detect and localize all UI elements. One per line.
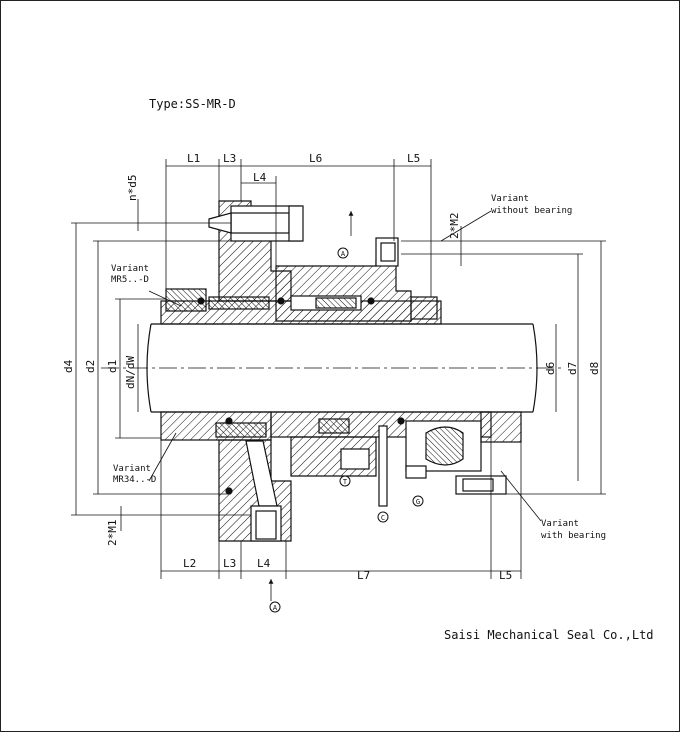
note-mr34-line1: Variant [113, 464, 151, 474]
dim-L3-bottom: L3 [223, 557, 236, 570]
company-name: Saisi Mechanical Seal Co.,Ltd [444, 628, 654, 642]
note-no-bearing-line1: Variant [491, 194, 529, 204]
lower-seal-section [160, 411, 522, 542]
dim-d2: d2 [84, 360, 97, 373]
dim-d7: d7 [566, 362, 579, 375]
dim-L6: L6 [309, 152, 322, 165]
shaft [101, 323, 561, 413]
dim-d4: d4 [62, 359, 75, 373]
note-bearing-line2: with bearing [541, 531, 606, 541]
note-no-bearing-line2: without bearing [491, 206, 572, 216]
note-mr34-line2: MR34..-D [113, 475, 156, 485]
note-bearing-line1: Variant [541, 519, 579, 529]
dim-L5-top: L5 [407, 152, 420, 165]
drawing-title: Type:SS-MR-D [149, 97, 236, 111]
circled-markers [269, 247, 424, 613]
dimension-lines [71, 159, 606, 601]
marker-A-bottom: A [273, 604, 278, 612]
marker-letters: A A T C G [273, 250, 420, 612]
marker-T: T [343, 478, 348, 486]
marker-A-top: A [341, 250, 346, 258]
dim-dN-dW: dN/dW [124, 356, 137, 389]
dim-L3-top: L3 [223, 152, 236, 165]
dimension-labels: L1 L3 L6 L5 L4 L2 L3 L4 L7 L5 d4 d2 d1 d… [62, 152, 601, 582]
dim-L7: L7 [357, 569, 370, 582]
note-mr5-line1: Variant [111, 264, 149, 274]
marker-C: C [381, 514, 385, 522]
dim-L4-top: L4 [253, 171, 267, 184]
dim-d8: d8 [588, 362, 601, 375]
dim-2M1: 2*M1 [106, 520, 119, 547]
upper-seal-section [160, 200, 442, 325]
dim-L4-bottom: L4 [257, 557, 271, 570]
variant-notes: Variant MR5..-D Variant MR34..-D Variant… [111, 194, 606, 541]
note-mr5-line2: MR5..-D [111, 275, 149, 285]
dim-2M2: 2*M2 [448, 213, 461, 240]
dim-L1: L1 [187, 152, 200, 165]
dim-d1: d1 [106, 360, 119, 373]
dim-n-d5: n*d5 [126, 175, 139, 202]
dim-d6: d6 [544, 362, 557, 375]
dim-L5-bottom: L5 [499, 569, 512, 582]
marker-G: G [416, 498, 420, 506]
dim-L2: L2 [183, 557, 196, 570]
